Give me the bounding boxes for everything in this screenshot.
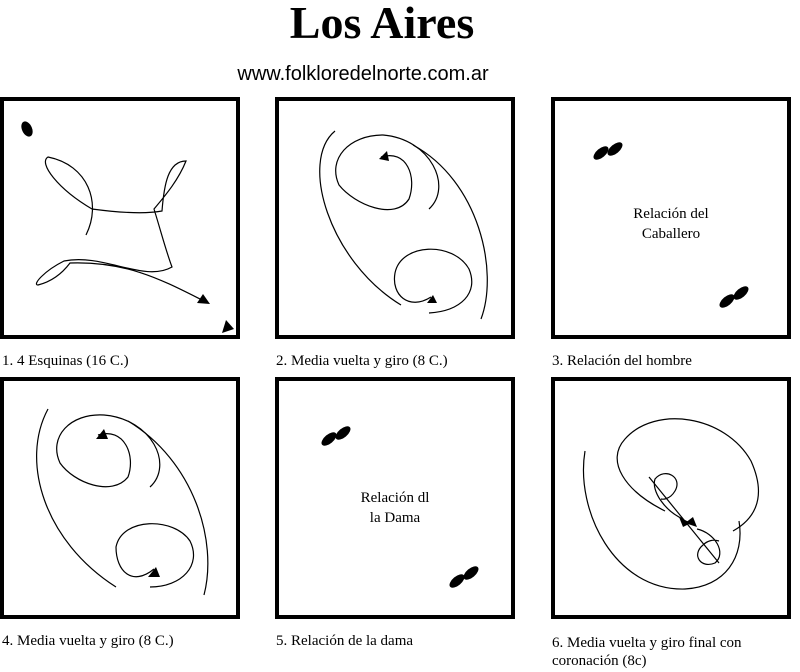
dancer-mark bbox=[222, 320, 234, 333]
outer-spiral-lower bbox=[583, 450, 741, 590]
lower-spiral bbox=[393, 248, 473, 314]
media-vuelta-2-diagram bbox=[36, 408, 209, 596]
footprints-icon bbox=[719, 286, 749, 308]
caption-relacion-dama: 5. Relación de la dama bbox=[276, 633, 414, 649]
dancer-mark bbox=[21, 121, 33, 137]
panel-media-vuelta bbox=[275, 97, 515, 339]
coronacion-diagram bbox=[583, 418, 760, 590]
relacion-dama-label-line2: la Dama bbox=[369, 510, 421, 526]
website-url[interactable]: www.folkloredelnorte.com.ar bbox=[237, 63, 489, 85]
outer-arc-right bbox=[412, 144, 488, 320]
page-title: Los Aires bbox=[289, 0, 475, 48]
caption-media-vuelta: 2. Media vuelta y giro (8 C.) bbox=[276, 353, 448, 369]
esquinas-path bbox=[35, 156, 205, 302]
direction-arrow bbox=[685, 517, 697, 527]
direction-arrow bbox=[197, 294, 210, 304]
direction-arrow bbox=[427, 295, 437, 303]
outer-arc-left bbox=[319, 130, 402, 306]
outer-spiral-upper bbox=[616, 418, 760, 532]
relacion-caballero-label-line1: Relación del bbox=[633, 206, 709, 222]
upper-spiral bbox=[335, 134, 440, 211]
upper-spiral bbox=[56, 414, 161, 488]
panel-cuatro-esquinas bbox=[0, 97, 240, 339]
relacion-hombre-diagram bbox=[593, 142, 749, 308]
footprints-icon bbox=[593, 142, 623, 160]
panel-relacion-hombre: Relación del Caballero bbox=[551, 97, 791, 339]
panel-media-vuelta-2 bbox=[0, 377, 240, 619]
caption-media-vuelta-2: 4. Media vuelta y giro (8 C.) bbox=[2, 633, 174, 649]
caption-coronacion: 6. Media vuelta y giro final con coronac… bbox=[552, 635, 742, 669]
caption-cuatro-esquinas: 1. 4 Esquinas (16 C.) bbox=[2, 353, 129, 369]
panel-relacion-dama: Relación dl la Dama bbox=[275, 377, 515, 619]
lower-spiral bbox=[115, 523, 195, 588]
relacion-dama-label-line1: Relación dl bbox=[360, 490, 430, 506]
direction-arrow bbox=[379, 151, 389, 161]
relacion-dama-diagram bbox=[321, 426, 479, 588]
caption-relacion-hombre: 3. Relación del hombre bbox=[552, 353, 692, 369]
cuatro-esquinas-diagram bbox=[21, 121, 234, 333]
outer-arc-left bbox=[36, 408, 117, 588]
coronacion-loop-lower bbox=[696, 528, 721, 565]
direction-arrow bbox=[148, 567, 160, 577]
media-vuelta-diagram bbox=[319, 130, 488, 320]
coronacion-loop-upper bbox=[653, 473, 684, 520]
direction-arrow bbox=[96, 429, 108, 439]
panel-coronacion bbox=[551, 377, 791, 619]
outer-arc-right bbox=[127, 420, 209, 596]
direction-arrow bbox=[679, 517, 691, 527]
footprints-icon bbox=[449, 566, 479, 588]
relacion-caballero-label-line2: Caballero bbox=[641, 226, 701, 242]
footprints-icon bbox=[321, 426, 351, 446]
